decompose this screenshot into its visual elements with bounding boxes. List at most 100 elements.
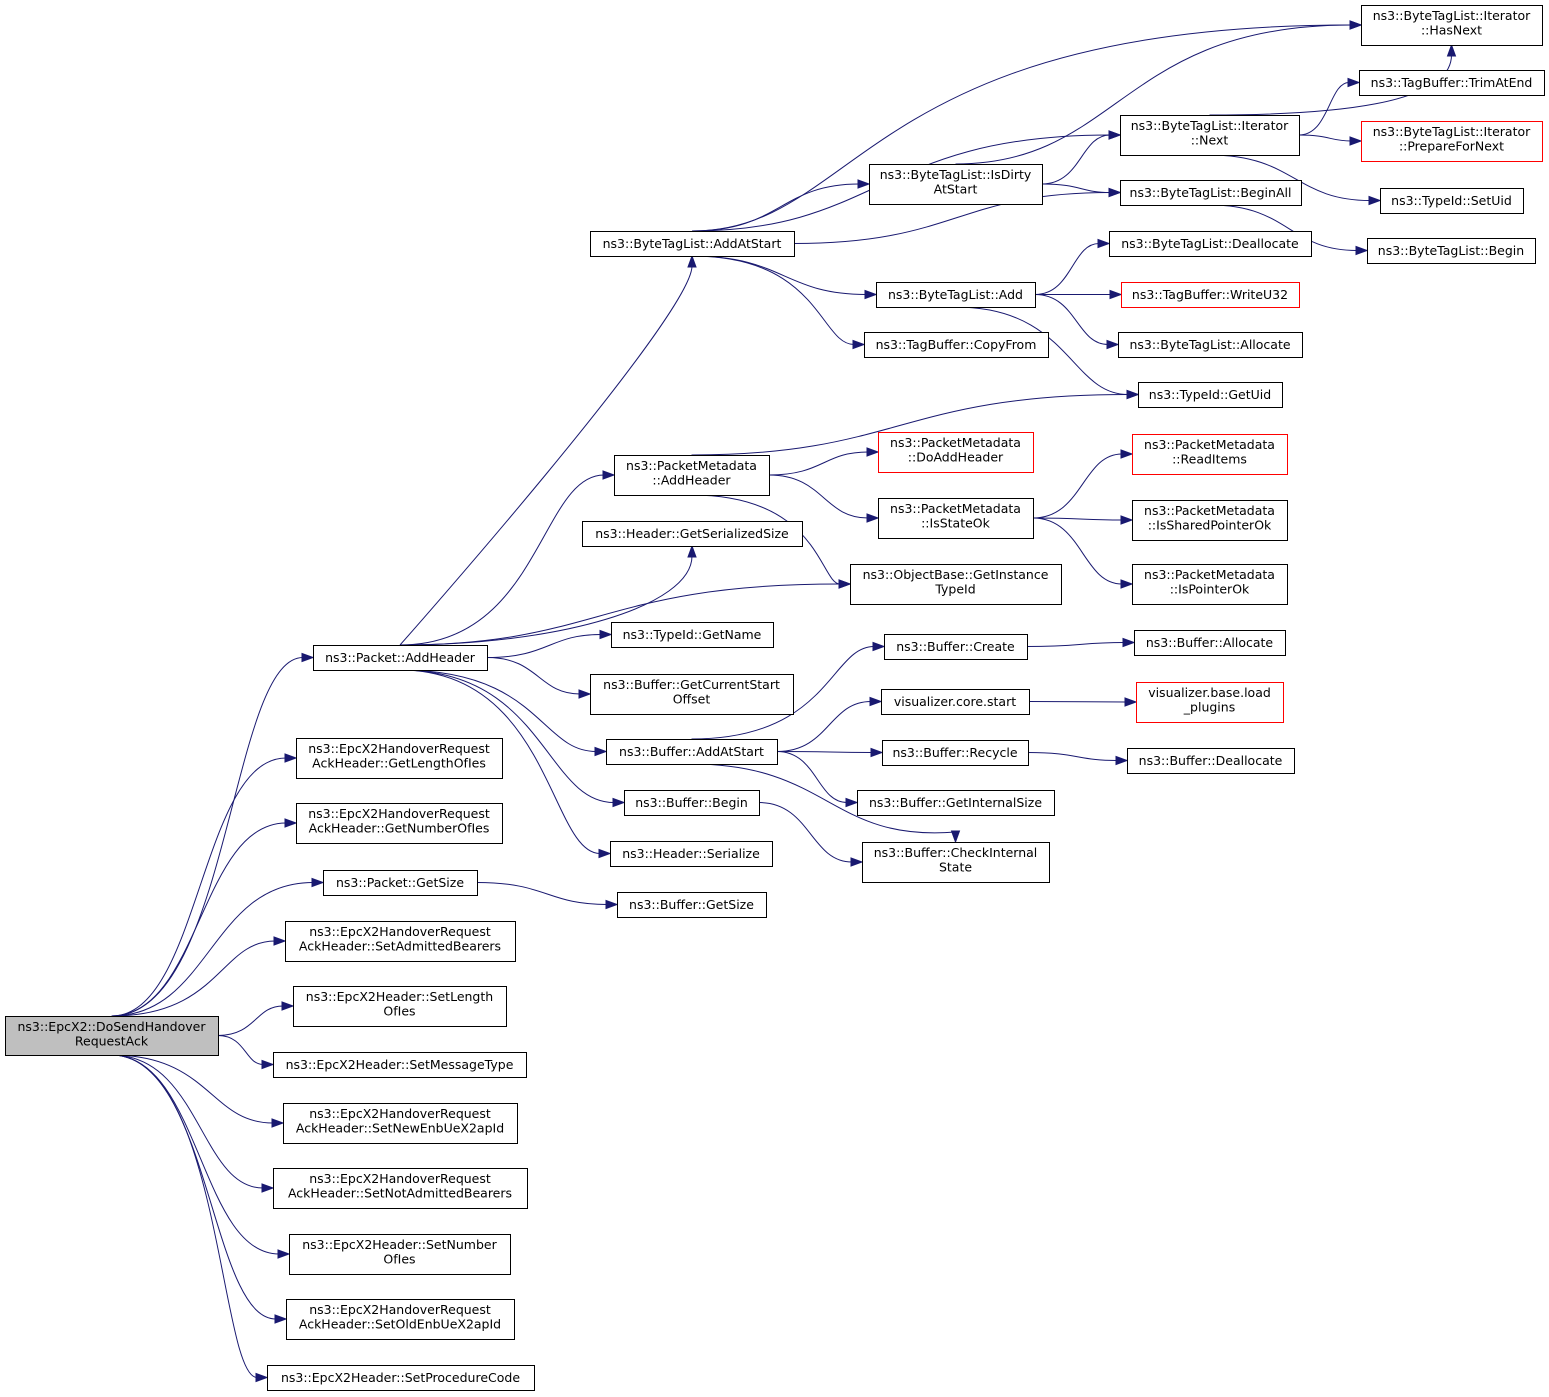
- node-label: ns3::EpcX2HandoverRequest: [309, 924, 491, 939]
- node-hdr-getser[interactable]: ns3::Header::GetSerializedSize: [582, 521, 803, 547]
- node-btl-beginall[interactable]: ns3::ByteTagList::BeginAll: [1120, 180, 1302, 206]
- node-label: ::DoAddHeader: [908, 450, 1004, 465]
- node-buf-begin[interactable]: ns3::Buffer::Begin: [624, 790, 760, 816]
- node-label: ::AddHeader: [652, 473, 731, 488]
- node-label: ns3::ByteTagList::Iterator: [1131, 118, 1289, 133]
- call-edge: [217, 1035, 275, 1070]
- node-pkt-getsize[interactable]: ns3::Packet::GetSize: [323, 870, 478, 896]
- arrowhead: [594, 746, 608, 757]
- node-btl-addatstart[interactable]: ns3::ByteTagList::AddAtStart: [590, 231, 795, 257]
- node-box: [1359, 70, 1545, 96]
- node-buf-dealloc[interactable]: ns3::Buffer::Deallocate: [1127, 748, 1295, 774]
- node-pm-isstate[interactable]: ns3::PacketMetadata::IsStateOk: [878, 498, 1034, 539]
- node-btl-add[interactable]: ns3::ByteTagList::Add: [876, 282, 1036, 308]
- node-buf-addatstart[interactable]: ns3::Buffer::AddAtStart: [606, 739, 778, 765]
- edge-line: [399, 669, 597, 752]
- node-pm-addheader[interactable]: ns3::PacketMetadata::AddHeader: [614, 455, 770, 496]
- call-edge: [111, 753, 298, 1017]
- node-setmsgtype[interactable]: ns3::EpcX2Header::SetMessageType: [273, 1052, 527, 1078]
- arrowhead: [1349, 20, 1363, 30]
- call-edge: [691, 641, 886, 740]
- arrowhead: [578, 689, 592, 699]
- node-tid-getuid[interactable]: ns3::TypeId::GetUid: [1138, 382, 1283, 408]
- node-buf-alloc[interactable]: ns3::Buffer::Allocate: [1134, 630, 1286, 656]
- node-box: [296, 803, 503, 844]
- arrowhead: [598, 848, 612, 859]
- node-hdr-serialize[interactable]: ns3::Header::Serialize: [610, 841, 773, 867]
- call-edge: [1032, 515, 1134, 525]
- node-btl-alloc[interactable]: ns3::ByteTagList::Allocate: [1118, 332, 1303, 358]
- node-pkt-addheader[interactable]: ns3::Packet::AddHeader: [313, 645, 488, 671]
- node-pm-isshared[interactable]: ns3::PacketMetadata::IsSharedPointerOk: [1132, 500, 1288, 541]
- arrowhead: [301, 652, 315, 663]
- node-label: ns3::Buffer::GetSize: [629, 897, 754, 912]
- node-tb-trim[interactable]: ns3::TagBuffer::TrimAtEnd: [1359, 70, 1545, 96]
- node-it-prepare[interactable]: ns3::ByteTagList::Iterator::PrepareForNe…: [1361, 121, 1543, 162]
- call-edge: [476, 882, 619, 910]
- arrowhead: [1108, 130, 1122, 140]
- edge-line: [691, 255, 855, 345]
- node-label: ns3::TagBuffer::WriteU32: [1132, 287, 1288, 302]
- arrowhead: [605, 899, 619, 910]
- node-label: ns3::ByteTagList::IsDirty: [880, 167, 1032, 182]
- node-box: [273, 1168, 528, 1209]
- node-box: [1118, 332, 1303, 358]
- node-pm-isptr[interactable]: ns3::PacketMetadata::IsPointerOk: [1132, 564, 1288, 605]
- node-tid-setuid[interactable]: ns3::TypeId::SetUid: [1380, 188, 1524, 214]
- node-getnum[interactable]: ns3::EpcX2HandoverRequestAckHeader::GetN…: [296, 803, 503, 844]
- node-vis-load[interactable]: visualizer.base.load_plugins: [1136, 682, 1284, 723]
- call-edge: [1035, 289, 1123, 300]
- node-setnotadmitted[interactable]: ns3::EpcX2HandoverRequestAckHeader::SetN…: [273, 1168, 528, 1209]
- arrowhead: [602, 470, 616, 480]
- node-label: AtStart: [934, 182, 978, 197]
- node-box: [614, 455, 770, 496]
- node-box: [1132, 564, 1288, 605]
- node-setproc[interactable]: ns3::EpcX2Header::SetProcedureCode: [267, 1365, 535, 1391]
- node-btl-dealloc[interactable]: ns3::ByteTagList::Deallocate: [1109, 231, 1312, 257]
- node-buf-create[interactable]: ns3::Buffer::Create: [884, 634, 1028, 660]
- node-setadmitted[interactable]: ns3::EpcX2HandoverRequestAckHeader::SetA…: [285, 921, 516, 962]
- node-buf-getint[interactable]: ns3::Buffer::GetInternalSize: [857, 790, 1055, 816]
- node-tid-getname[interactable]: ns3::TypeId::GetName: [611, 622, 774, 648]
- call-edge: [1210, 204, 1369, 256]
- node-getlen[interactable]: ns3::EpcX2HandoverRequestAckHeader::GetL…: [296, 738, 503, 779]
- call-edge: [486, 629, 613, 658]
- node-label: ns3::Buffer::Allocate: [1146, 635, 1274, 650]
- node-layer: ns3::EpcX2::DoSendHandoverRequestAckns3:…: [5, 5, 1545, 1391]
- arrowhead: [255, 1372, 269, 1383]
- node-buf-recycle[interactable]: ns3::Buffer::Recycle: [882, 740, 1029, 766]
- node-label: ns3::Buffer::AddAtStart: [619, 744, 764, 759]
- arrowhead: [281, 1001, 295, 1011]
- node-it-hasnext[interactable]: ns3::ByteTagList::Iterator::HasNext: [1361, 5, 1543, 46]
- edge-line: [399, 265, 693, 646]
- node-buf-getsize[interactable]: ns3::Buffer::GetSize: [617, 892, 767, 918]
- node-box: [617, 892, 767, 918]
- node-it-next[interactable]: ns3::ByteTagList::Iterator::Next: [1120, 115, 1300, 156]
- node-label: ns3::PacketMetadata: [1144, 437, 1275, 452]
- edge-line: [758, 802, 853, 863]
- node-label: RequestAck: [75, 1034, 149, 1049]
- node-label: ns3::TagBuffer::CopyFrom: [876, 337, 1037, 352]
- node-btl-begin[interactable]: ns3::ByteTagList::Begin: [1367, 238, 1536, 264]
- node-setnewenb[interactable]: ns3::EpcX2HandoverRequestAckHeader::SetN…: [283, 1103, 518, 1144]
- arrowhead: [1126, 389, 1140, 400]
- node-tb-writeu32[interactable]: ns3::TagBuffer::WriteU32: [1121, 282, 1300, 308]
- node-pm-readitems[interactable]: ns3::PacketMetadata::ReadItems: [1132, 434, 1288, 475]
- arrowhead: [277, 1249, 291, 1259]
- node-vis-start[interactable]: visualizer.core.start: [881, 689, 1030, 715]
- node-label: ns3::EpcX2HandoverRequest: [308, 806, 490, 821]
- call-edge: [111, 936, 287, 1017]
- node-label: ns3::PacketMetadata: [1144, 503, 1275, 518]
- node-tb-copyfrom[interactable]: ns3::TagBuffer::CopyFrom: [864, 332, 1049, 358]
- node-setoldenb[interactable]: ns3::EpcX2HandoverRequestAckHeader::SetO…: [286, 1299, 515, 1340]
- node-label: OfIes: [383, 1004, 415, 1019]
- node-box: [884, 634, 1028, 660]
- node-pm-doadd[interactable]: ns3::PacketMetadata::DoAddHeader: [878, 432, 1034, 473]
